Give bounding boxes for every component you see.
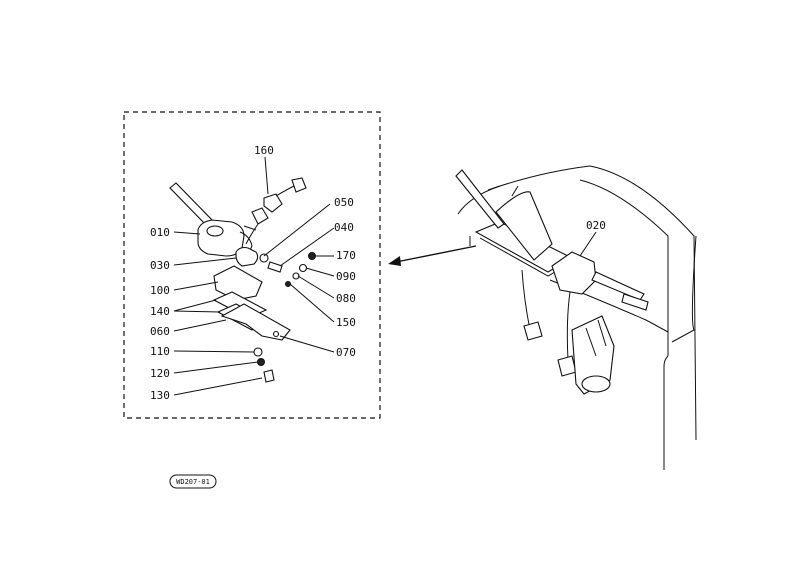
callout-070: 070 bbox=[336, 346, 356, 359]
callout-060: 060 bbox=[150, 325, 170, 338]
bolt-050 bbox=[259, 253, 283, 273]
callout-080: 080 bbox=[336, 292, 356, 305]
clamp-030 bbox=[235, 246, 259, 267]
callout-160: 160 bbox=[254, 144, 274, 157]
callout-090: 090 bbox=[336, 270, 356, 283]
callout-040: 040 bbox=[334, 221, 354, 234]
bracket-100 bbox=[213, 265, 263, 301]
leader-lines bbox=[173, 156, 597, 396]
washer-110 bbox=[253, 347, 263, 357]
callout-130: 130 bbox=[150, 389, 170, 402]
callout-030: 030 bbox=[150, 259, 170, 272]
callout-140: 140 bbox=[150, 305, 170, 318]
nut-120 bbox=[257, 358, 265, 366]
exploded-view-frame bbox=[123, 111, 381, 419]
location-arrow bbox=[388, 245, 477, 266]
connector-160 bbox=[245, 177, 307, 245]
switch-assembly-exploded bbox=[169, 177, 316, 383]
callout-120: 120 bbox=[150, 367, 170, 380]
washer-080 bbox=[292, 272, 300, 280]
callout-100: 100 bbox=[150, 284, 170, 297]
callout-170: 170 bbox=[336, 249, 356, 262]
washer-090 bbox=[298, 263, 308, 273]
callout-110: 110 bbox=[150, 345, 170, 358]
callout-020: 020 bbox=[586, 219, 606, 232]
installed-view bbox=[455, 165, 697, 470]
spring-150 bbox=[285, 281, 291, 287]
callout-labels: 160 050 040 010 170 030 090 080 100 140 … bbox=[150, 144, 606, 402]
bolt-130 bbox=[263, 369, 275, 383]
reference-code: WD207-01 bbox=[176, 478, 210, 486]
base-plate-060 bbox=[220, 303, 291, 341]
combination-switch-010 bbox=[169, 182, 257, 257]
reference-badge: WD207-01 bbox=[169, 474, 217, 489]
callout-050: 050 bbox=[334, 196, 354, 209]
callout-010: 010 bbox=[150, 226, 170, 239]
callout-150: 150 bbox=[336, 316, 356, 329]
nut-170 bbox=[308, 252, 316, 260]
